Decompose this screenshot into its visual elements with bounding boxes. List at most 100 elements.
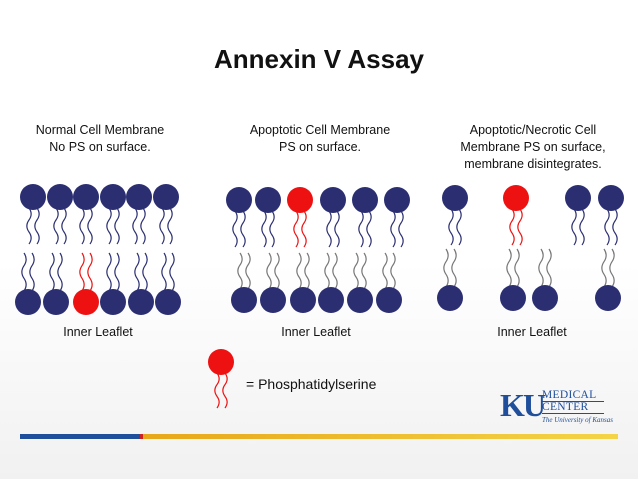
inner-leaflet-label-necrotic: Inner Leaflet <box>497 325 567 339</box>
lipid-head <box>532 285 558 311</box>
inner-leaflet-label-normal: Inner Leaflet <box>63 325 133 339</box>
logo-line-university: The University of Kansas <box>542 416 613 424</box>
lipid-tail <box>29 252 35 292</box>
lipid-head <box>565 185 591 211</box>
lipid-tail <box>332 252 338 290</box>
lipid-tail <box>169 252 175 292</box>
lipid-head <box>500 285 526 311</box>
lipid-head <box>155 289 181 315</box>
logo-line-medical: MEDICAL <box>542 389 604 402</box>
lipid-tail <box>398 210 404 248</box>
lipid-tail <box>53 207 59 245</box>
lipid-tail <box>612 208 618 246</box>
lipid-tail <box>546 248 552 288</box>
lipid-tail <box>604 208 610 246</box>
logo-mark: KU <box>500 387 546 423</box>
lipid-head <box>598 185 624 211</box>
lipid-tail <box>132 207 138 245</box>
lipid-tail <box>87 207 93 245</box>
ku-medical-center-logo: KU MEDICAL CENTER The University of Kans… <box>500 388 620 428</box>
lipid-tail <box>390 210 396 248</box>
lipid-tail <box>456 208 462 246</box>
lipid-tail <box>159 207 165 245</box>
lipid-tail <box>79 207 85 245</box>
inner-leaflet-label-apoptotic: Inner Leaflet <box>281 325 351 339</box>
lipid-head <box>47 184 73 210</box>
lipid-tail <box>134 252 140 292</box>
lipid-head <box>376 287 402 313</box>
caption-line: membrane disintegrates. <box>464 157 602 171</box>
lipid-tail <box>382 252 388 290</box>
lipid-tail <box>240 210 246 248</box>
lipid-tail <box>142 252 148 292</box>
lipid-tail <box>579 208 585 246</box>
lipid-head <box>260 287 286 313</box>
lipid-head <box>231 287 257 313</box>
lipid-tail <box>443 248 449 288</box>
lipid-head <box>100 289 126 315</box>
lipid-tail <box>358 210 364 248</box>
lipid-head <box>43 289 69 315</box>
lipid-tail <box>334 210 340 248</box>
lipid-head <box>290 287 316 313</box>
lipid-tail <box>448 208 454 246</box>
footer-bar-red <box>140 434 143 439</box>
lipid-tail <box>21 252 27 292</box>
lipid-head <box>126 184 152 210</box>
lipid-tail <box>61 207 67 245</box>
lipid-head <box>255 187 281 213</box>
lipid-tail <box>106 207 112 245</box>
lipid-tail <box>571 208 577 246</box>
ps-lipid-tail <box>87 252 93 292</box>
lipid-tail <box>451 248 457 288</box>
legend-ps-tail <box>222 372 228 409</box>
lipid-tail <box>296 252 302 290</box>
lipid-head <box>128 289 154 315</box>
caption-line: Apoptotic/Necrotic Cell <box>469 123 597 137</box>
caption-line: PS on surface. <box>279 140 361 154</box>
lipid-tail <box>274 252 280 290</box>
lipid-tail <box>361 252 367 290</box>
logo-text: MEDICAL CENTER The University of Kansas <box>542 389 620 424</box>
lipid-tail <box>601 248 607 288</box>
ps-lipid-tail <box>509 208 515 246</box>
lipid-head <box>352 187 378 213</box>
lipid-tail <box>266 252 272 290</box>
panel-caption-apoptotic: Apoptotic Cell Membrane PS on surface. <box>228 122 412 156</box>
phosphatidylserine-head <box>287 187 313 213</box>
lipid-tail <box>245 252 251 290</box>
lipid-tail <box>366 210 372 248</box>
lipid-tail <box>304 252 310 290</box>
legend-label: = Phosphatidylserine <box>246 376 377 392</box>
lipid-tail <box>506 248 512 288</box>
lipid-tail <box>237 252 243 290</box>
lipid-tail <box>26 207 32 245</box>
caption-line: Apoptotic Cell Membrane <box>249 123 391 137</box>
lipid-tail <box>232 210 238 248</box>
lipid-tail <box>57 252 63 292</box>
footer-bar-blue <box>20 434 140 439</box>
legend-ps-tail <box>214 372 220 409</box>
lipid-tail <box>324 252 330 290</box>
lipid-tail <box>609 248 615 288</box>
lipid-head <box>595 285 621 311</box>
lipid-head <box>347 287 373 313</box>
caption-line: Normal Cell Membrane <box>35 123 165 137</box>
caption-line: Membrane PS on surface, <box>460 140 606 154</box>
lipid-head <box>20 184 46 210</box>
phosphatidylserine-head <box>73 289 99 315</box>
lipid-tail <box>269 210 275 248</box>
panel-caption-necrotic: Apoptotic/Necrotic Cell Membrane PS on s… <box>440 122 626 173</box>
lipid-head <box>73 184 99 210</box>
lipid-tail <box>140 207 146 245</box>
lipid-tail <box>49 252 55 292</box>
lipid-tail <box>326 210 332 248</box>
lipid-head <box>437 285 463 311</box>
legend-ps-head <box>208 349 234 375</box>
lipid-tail <box>390 252 396 290</box>
lipid-tail <box>167 207 173 245</box>
lipid-head <box>384 187 410 213</box>
ps-lipid-tail <box>301 210 307 248</box>
lipid-tail <box>106 252 112 292</box>
